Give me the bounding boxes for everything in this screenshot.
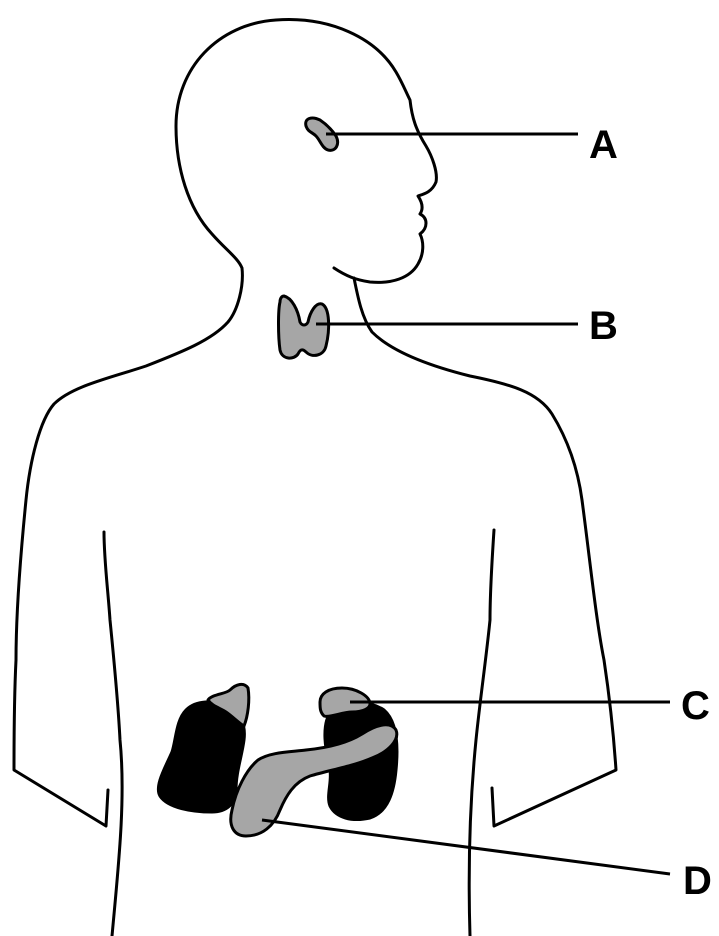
left-kidney [158,702,244,812]
label-b: B [589,304,618,348]
body-outline [14,20,616,936]
label-d: D [683,859,712,903]
leader-line-d [262,820,670,874]
thyroid-gland [279,296,329,358]
label-a: A [589,123,618,167]
label-c: C [681,684,710,728]
